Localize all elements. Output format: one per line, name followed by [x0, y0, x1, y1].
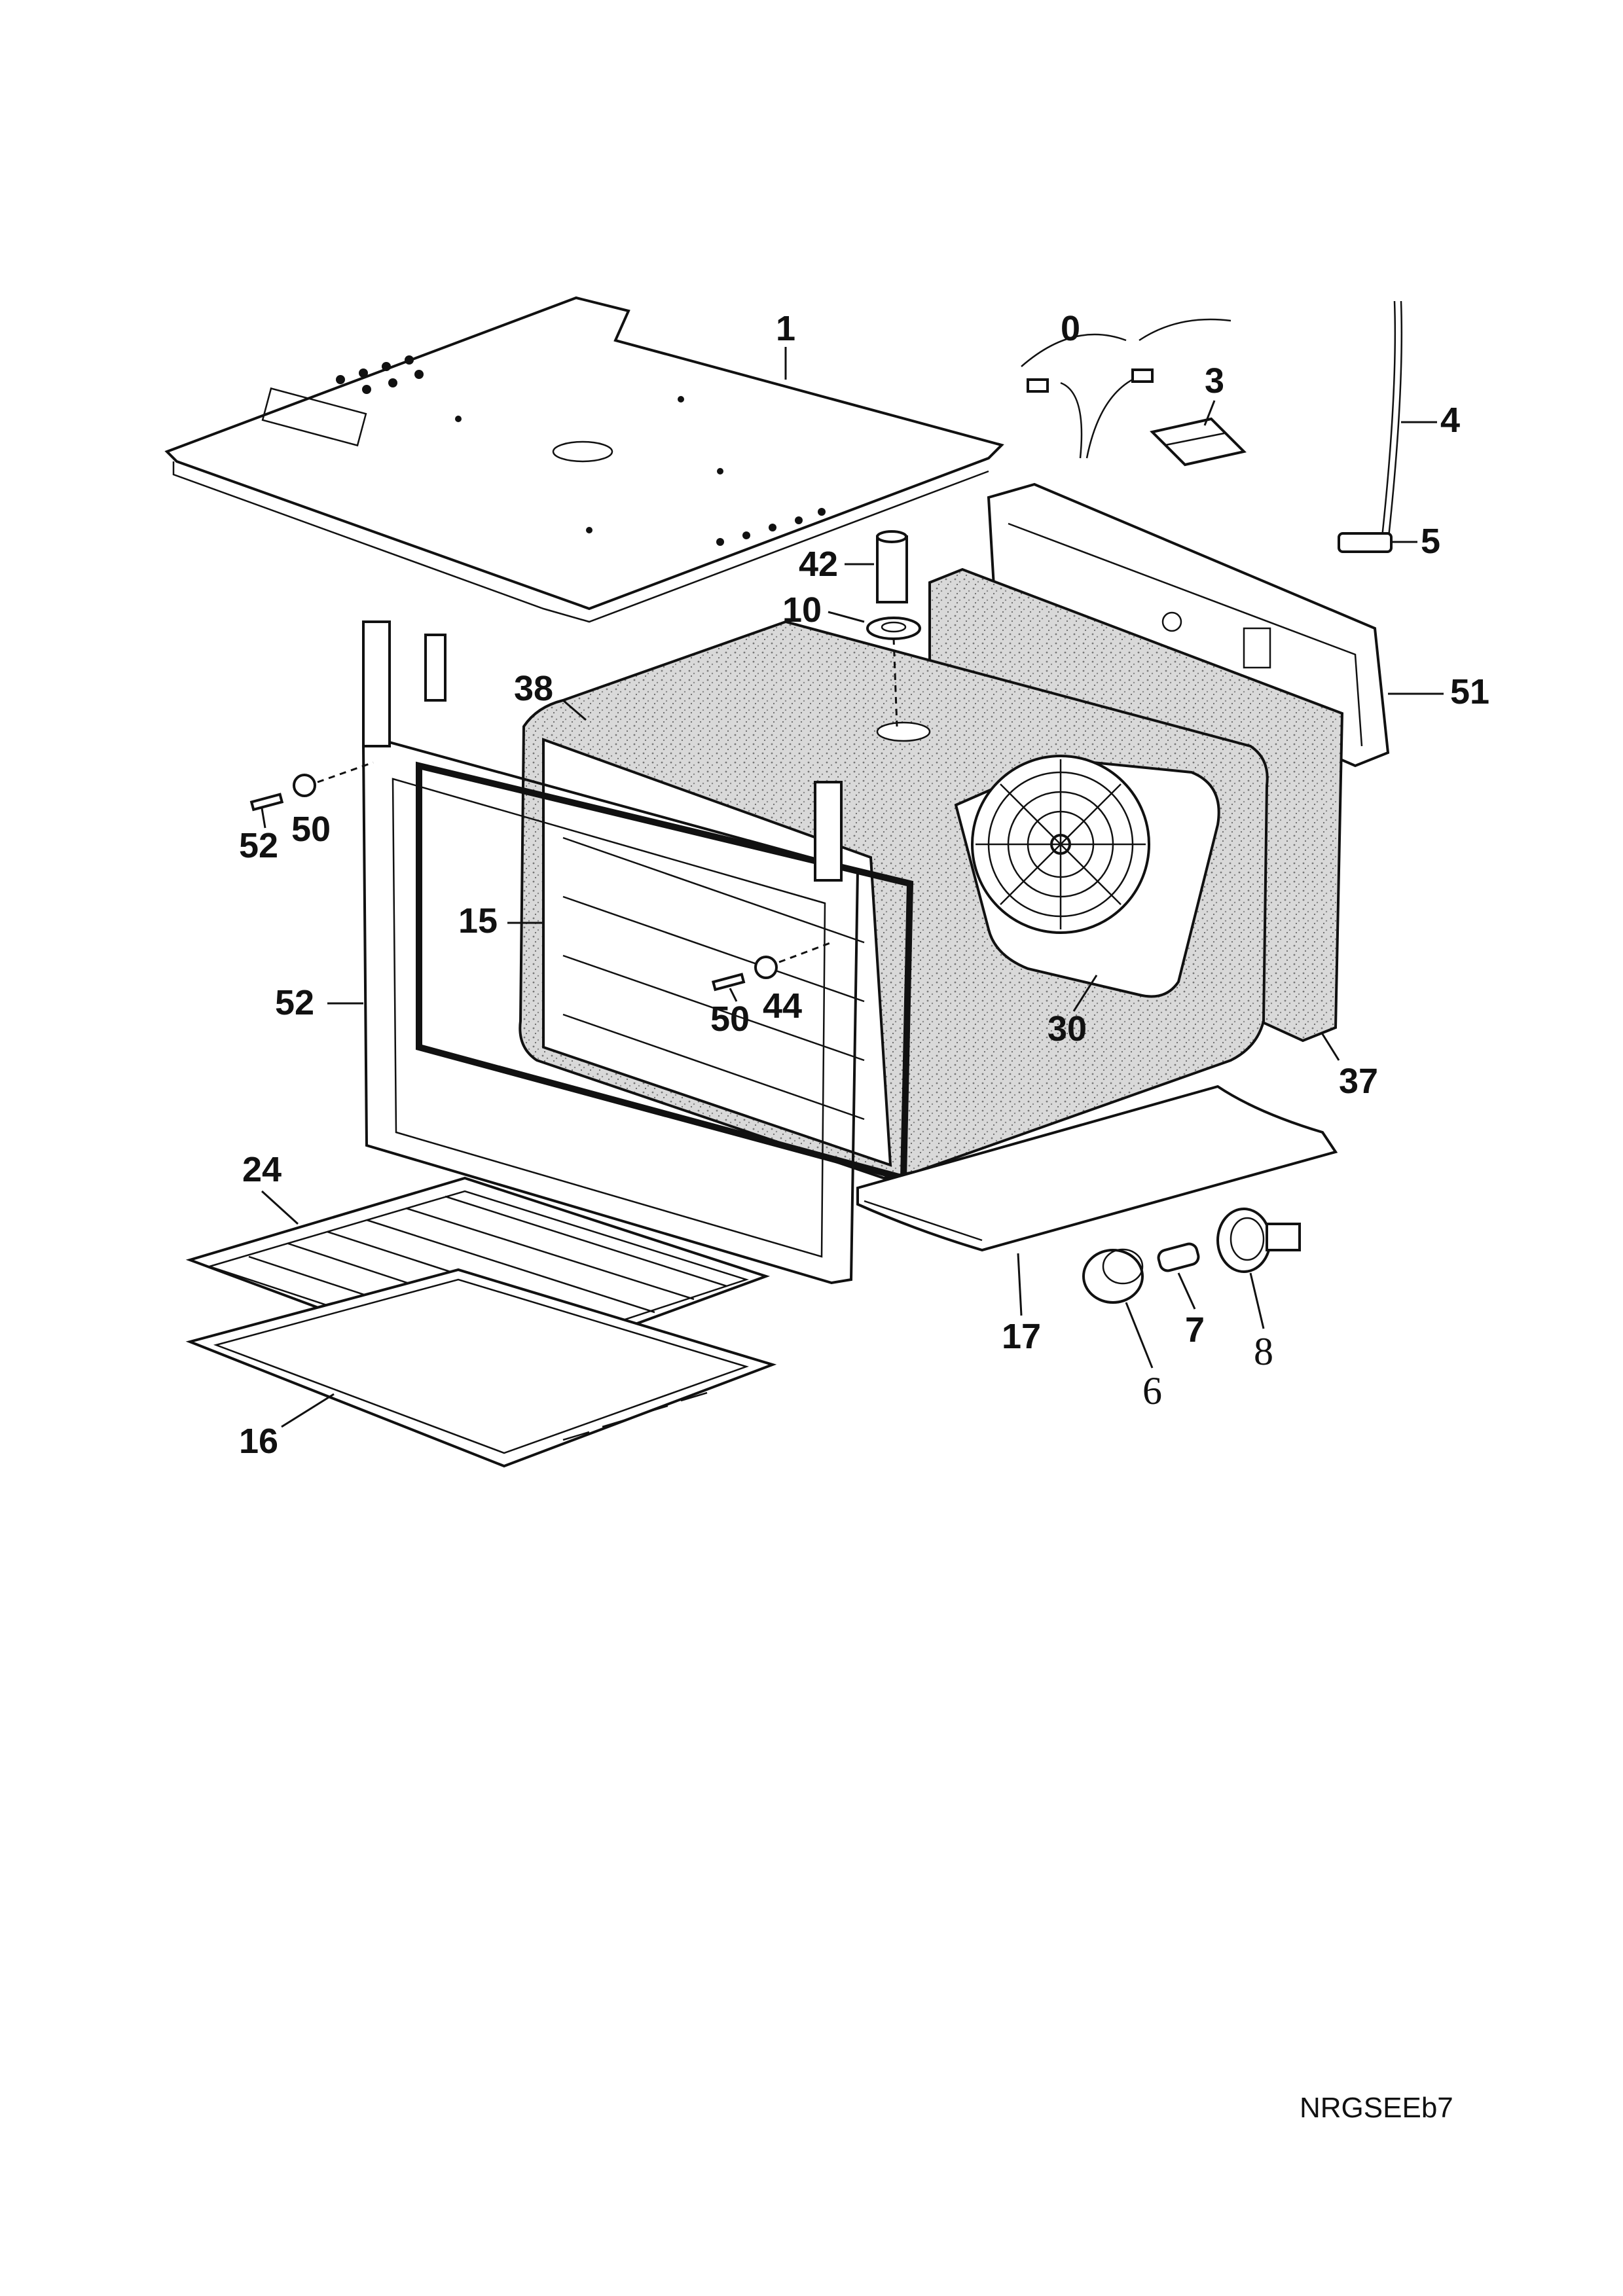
callout-3: 3 — [1205, 361, 1224, 401]
sealing-grommet — [866, 617, 921, 640]
callout-30: 30 — [1048, 1009, 1087, 1049]
baking-tray — [185, 1268, 777, 1468]
callout-15: 15 — [458, 901, 498, 941]
callout-50-right: 44 — [763, 986, 802, 1026]
callout-10: 10 — [782, 590, 822, 630]
callout-24: 17 — [1002, 1317, 1041, 1356]
terminal-block — [1150, 417, 1247, 467]
convection-fan — [954, 755, 1220, 998]
callout-44: 52 — [275, 983, 314, 1022]
screw-left — [249, 793, 284, 812]
callout-5: 5 — [1421, 522, 1440, 561]
callout-50-left: 50 — [291, 810, 331, 849]
callout-8: 8 — [1254, 1330, 1273, 1373]
lamp-holder — [1216, 1208, 1301, 1273]
front-frame — [361, 620, 860, 1285]
callout-6: 6 — [1142, 1369, 1162, 1412]
callout-42: 42 — [799, 545, 838, 584]
callout-1: 1 — [776, 309, 795, 348]
callout-52-right: 50 — [710, 999, 750, 1039]
callout-4: 4 — [1440, 401, 1460, 440]
callout-37: 37 — [1339, 1062, 1378, 1101]
drawing-code: NRGSEEb7 — [1300, 2092, 1453, 2124]
lamp-cover — [1082, 1248, 1144, 1304]
thermostat-tube — [876, 530, 908, 603]
wiring-harness — [1021, 318, 1231, 459]
bottom-panel — [856, 1085, 1338, 1252]
cable-clamp — [1338, 532, 1393, 553]
callout-0: 0 — [1061, 309, 1080, 348]
callout-17: 24 — [242, 1150, 282, 1189]
washer-left — [293, 774, 316, 797]
lamp-bulb — [1157, 1242, 1200, 1272]
callout-52-left: 52 — [239, 826, 278, 865]
power-cable — [1380, 300, 1403, 544]
callout-51: 51 — [1450, 672, 1489, 711]
callout-38: 38 — [514, 669, 553, 708]
screw-right — [711, 973, 746, 992]
callout-7: 7 — [1185, 1310, 1205, 1350]
callout-16: 16 — [239, 1422, 278, 1461]
washer-right — [754, 956, 778, 979]
top-cover-panel — [164, 296, 1004, 623]
